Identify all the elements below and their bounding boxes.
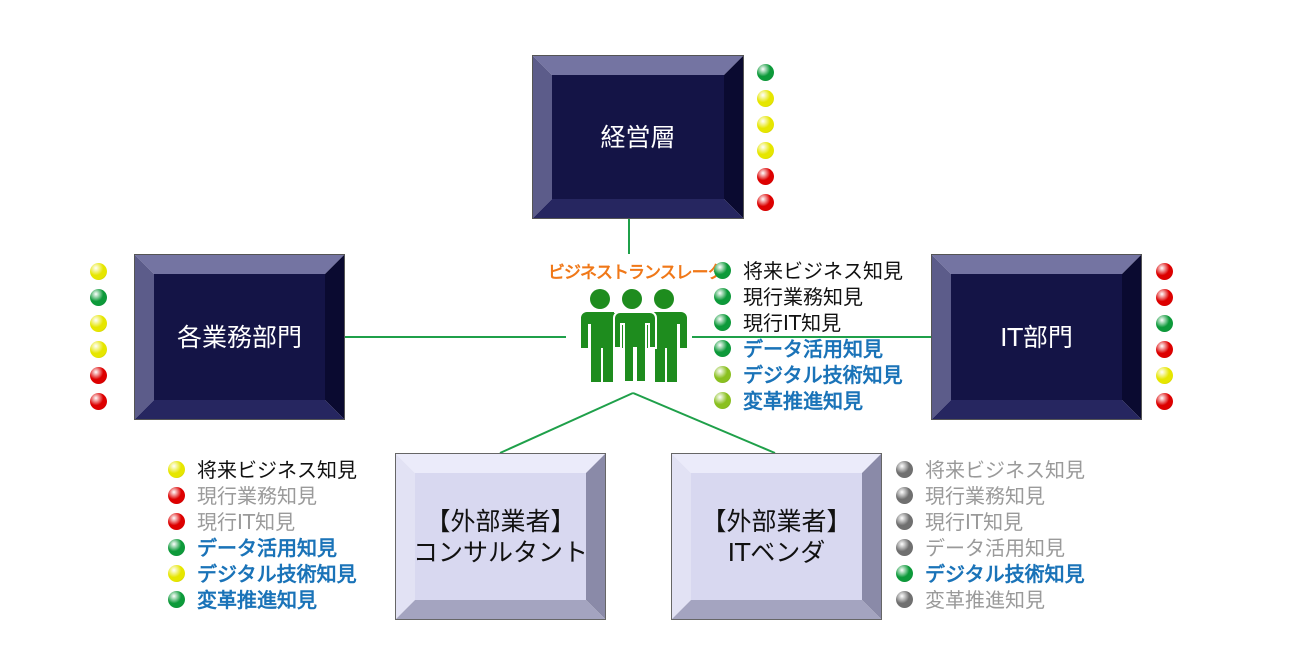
knowledge-list-translator: 将来ビジネス知見現行業務知見現行IT知見データ活用知見デジタル技術知見変革推進知… xyxy=(714,258,944,418)
bevel-box-shape xyxy=(532,55,744,219)
status-dot-red xyxy=(168,487,185,504)
knowledge-item-label: データ活用知見 xyxy=(743,337,883,361)
status-dot-lime xyxy=(714,392,731,409)
knowledge-item-label: データ活用知見 xyxy=(197,536,337,560)
status-dot-green xyxy=(1156,315,1173,332)
bevel-box-shape xyxy=(395,453,606,620)
status-dot-yellow xyxy=(168,461,185,478)
node-keiei: 経営層 xyxy=(532,55,744,219)
status-dot-green xyxy=(714,262,731,279)
knowledge-item-label: 現行IT知見 xyxy=(925,510,1024,534)
status-dot-gray xyxy=(896,513,913,530)
status-dot-red xyxy=(1156,263,1173,280)
status-dot-green xyxy=(714,288,731,305)
node-label: 【外部業者】 コンサルタント xyxy=(412,506,588,567)
status-dot-red xyxy=(90,393,107,410)
knowledge-item-label: デジタル技術知見 xyxy=(925,562,1085,586)
line-translator-vendor xyxy=(632,392,776,454)
status-dots-gyomu xyxy=(90,263,108,413)
status-dots-keiei xyxy=(757,64,775,214)
knowledge-item-label: 将来ビジネス知見 xyxy=(743,259,903,283)
knowledge-item-label: 将来ビジネス知見 xyxy=(197,458,357,482)
three-people-icon xyxy=(581,288,687,383)
status-dot-gray xyxy=(896,461,913,478)
status-dot-yellow xyxy=(90,315,107,332)
node-label: 経営層 xyxy=(600,122,676,152)
line-translator-consult xyxy=(499,392,634,454)
knowledge-item-label: データ活用知見 xyxy=(925,536,1065,560)
status-dot-yellow xyxy=(757,90,774,107)
node-label: IT部門 xyxy=(1000,322,1073,352)
knowledge-list-vendor: 将来ビジネス知見現行業務知見現行IT知見データ活用知見デジタル技術知見変革推進知… xyxy=(896,457,1126,617)
status-dot-green xyxy=(168,591,185,608)
knowledge-item-label: 現行業務知見 xyxy=(197,484,317,508)
status-dot-green xyxy=(714,314,731,331)
knowledge-item-label: 変革推進知見 xyxy=(925,588,1045,612)
status-dot-green xyxy=(896,565,913,582)
bevel-box-shape xyxy=(671,453,882,620)
status-dot-red xyxy=(1156,341,1173,358)
node-vendor: 【外部業者】 ITベンダ xyxy=(671,453,882,620)
status-dot-green xyxy=(168,539,185,556)
node-label: 各業務部門 xyxy=(176,322,302,352)
business-translator-title: ビジネストランスレータ xyxy=(548,263,725,283)
status-dot-yellow xyxy=(757,142,774,159)
knowledge-item-label: 変革推進知見 xyxy=(743,389,863,413)
knowledge-item-label: 変革推進知見 xyxy=(197,588,317,612)
status-dot-yellow xyxy=(168,565,185,582)
status-dot-yellow xyxy=(757,116,774,133)
node-label: 【外部業者】 ITベンダ xyxy=(701,506,852,567)
status-dot-red xyxy=(757,194,774,211)
knowledge-item-label: デジタル技術知見 xyxy=(743,363,903,387)
status-dot-gray xyxy=(896,591,913,608)
knowledge-item-label: 現行IT知見 xyxy=(743,311,842,335)
status-dot-gray xyxy=(896,487,913,504)
status-dot-red xyxy=(168,513,185,530)
node-consult: 【外部業者】 コンサルタント xyxy=(395,453,606,620)
status-dots-it xyxy=(1156,263,1174,413)
knowledge-item-label: 将来ビジネス知見 xyxy=(925,458,1085,482)
knowledge-list-consult: 将来ビジネス知見現行業務知見現行IT知見データ活用知見デジタル技術知見変革推進知… xyxy=(168,457,388,617)
status-dot-red xyxy=(90,367,107,384)
knowledge-item-label: 現行IT知見 xyxy=(197,510,296,534)
bevel-box-shape xyxy=(134,254,345,420)
knowledge-item-label: 現行業務知見 xyxy=(925,484,1045,508)
status-dot-yellow xyxy=(1156,367,1173,384)
status-dot-gray xyxy=(896,539,913,556)
status-dot-red xyxy=(1156,289,1173,306)
status-dot-green xyxy=(714,340,731,357)
node-it: IT部門 xyxy=(931,254,1142,420)
node-gyomu: 各業務部門 xyxy=(134,254,345,420)
status-dot-red xyxy=(1156,393,1173,410)
status-dot-green xyxy=(90,289,107,306)
status-dot-yellow xyxy=(90,263,107,280)
knowledge-item-label: 現行業務知見 xyxy=(743,285,863,309)
status-dot-lime xyxy=(714,366,731,383)
status-dot-red xyxy=(757,168,774,185)
status-dot-green xyxy=(757,64,774,81)
knowledge-item-label: デジタル技術知見 xyxy=(197,562,357,586)
status-dot-yellow xyxy=(90,341,107,358)
bevel-box-shape xyxy=(931,254,1142,420)
